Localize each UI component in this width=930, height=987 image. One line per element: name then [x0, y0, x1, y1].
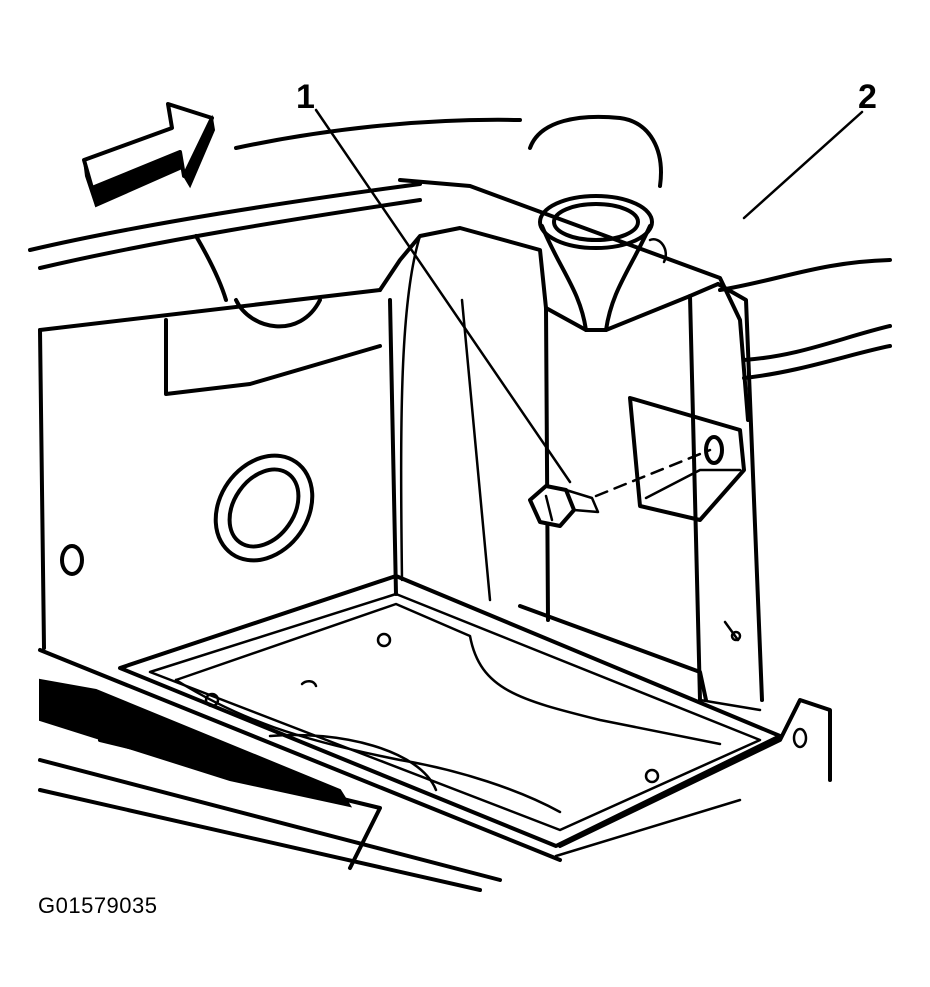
left-apron-wall: [38, 226, 548, 650]
radiator-support: [38, 648, 832, 892]
filler-cap: [528, 114, 663, 332]
coolant-hose: [718, 258, 892, 380]
bolt: [528, 484, 600, 528]
figure-id-label: G01579035: [38, 893, 158, 918]
direction-arrow-icon: [82, 102, 216, 208]
callout-leaders: [314, 108, 864, 498]
callout-number-1: 1: [296, 78, 315, 116]
callout-number-2: 2: [858, 78, 877, 116]
